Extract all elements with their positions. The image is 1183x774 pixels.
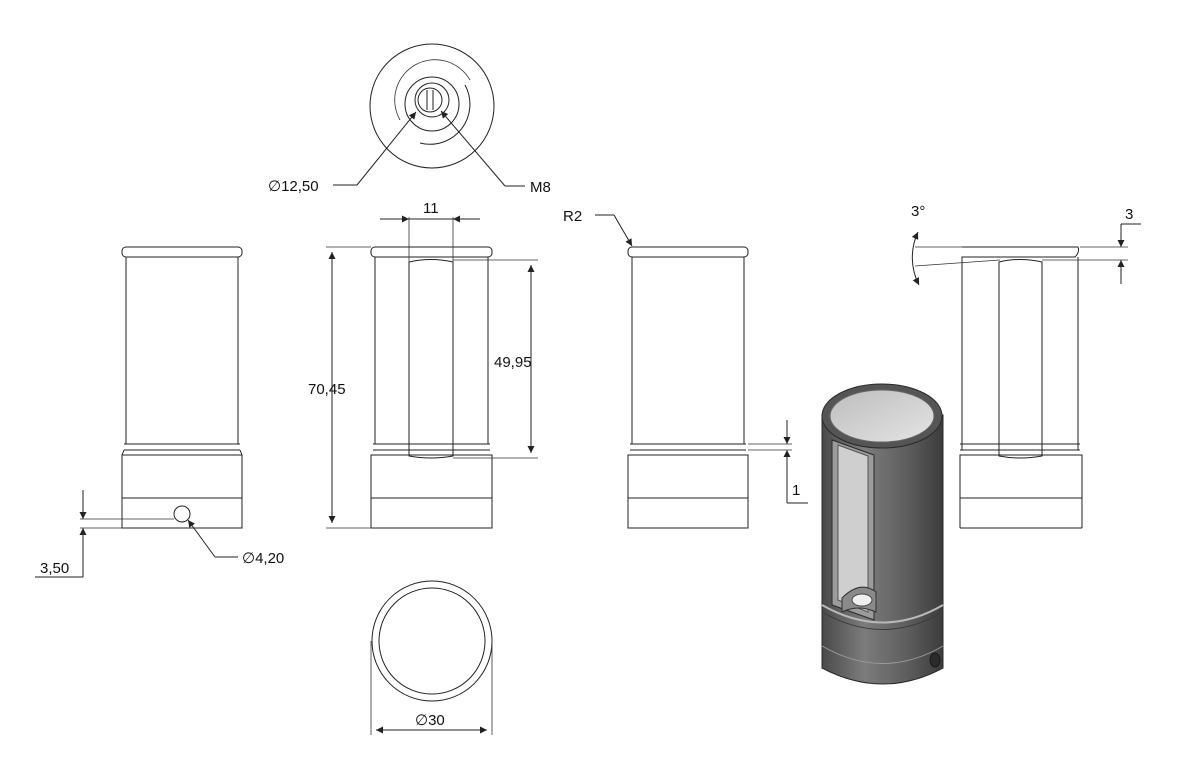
slot-length-label: 49,95: [494, 354, 532, 371]
hole-offset-label: 3,50: [40, 560, 69, 577]
step-label: 1: [792, 482, 800, 499]
slot-width-label: 11: [423, 200, 439, 217]
overall-height-label: 70,45: [308, 381, 346, 398]
diameter-12-50-label: ∅12,50: [268, 178, 319, 195]
side-view-right: [595, 214, 808, 529]
side-view-cut: [911, 223, 1141, 529]
thread-m8-label: M8: [530, 179, 551, 196]
side-view-left: [35, 246, 243, 578]
isometric-render: [821, 383, 944, 685]
fillet-radius-label: R2: [563, 208, 582, 225]
bottom-view: [370, 580, 493, 735]
taper-angle-label: 3°: [911, 203, 925, 220]
base-diameter-label: ∅30: [415, 712, 445, 729]
hole-diameter-label: ∅4,20: [242, 550, 284, 567]
taper-depth-label: 3: [1125, 206, 1133, 223]
top-view: [333, 43, 525, 187]
side-view-front: [326, 215, 538, 529]
